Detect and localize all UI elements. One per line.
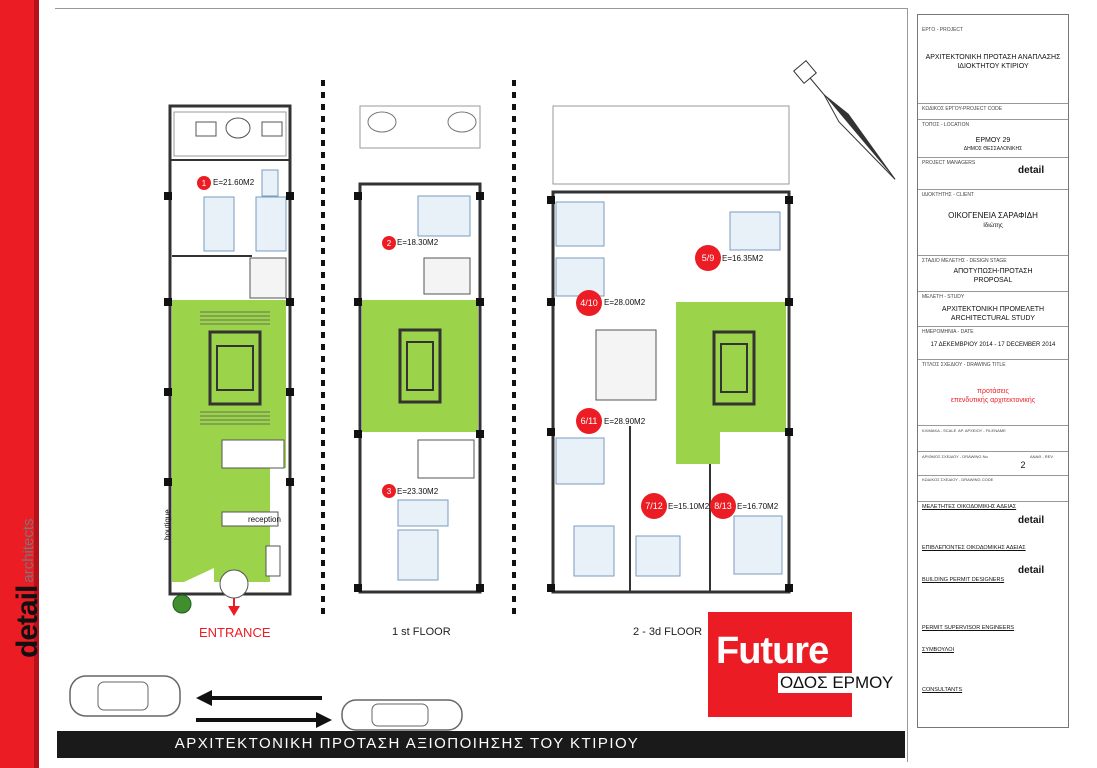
room-number: 7/12: [641, 493, 667, 519]
study-caption: ΜΕΛΕΤΗ - STUDY: [922, 294, 965, 300]
stage-value-2: PROPOSAL: [973, 277, 1013, 284]
north-arrow-icon: [793, 60, 896, 180]
drawing-title-value-2: επενδυτικής αρχιτεκτονικής: [950, 397, 1036, 404]
room-area: E=28.00M2: [604, 298, 646, 307]
drawing-title-caption: ΤΙΤΛΟΣ ΣΧΕΔΙΟΥ - DRAWING TITLE: [922, 362, 1006, 368]
client-value: ΟΙΚΟΓΕΝΕΙΑ ΣΑΡΑΦΙΔΗ: [948, 211, 1038, 220]
drawing-title-value: προτάσεις: [977, 388, 1009, 395]
title-block: ΕΡΓΟ - PROJECT ΑΡΧΙΤΕΚΤΟΝΙΚΗ ΠΡΟΤΑΣΗ ΑΝΑ…: [917, 14, 1069, 728]
drawing-frame: [55, 8, 908, 762]
bottom-title-bar: ΑΡΧΙΤΕΚΤΟΝΙΚΗ ΠΡΟΤΑΣΗ ΑΞΙΟΠΟΙΗΣΗΣ ΤΟΥ ΚΤ…: [57, 731, 905, 758]
room-area: E=16.35M2: [722, 254, 764, 263]
bottom-title: ΑΡΧΙΤΕΚΤΟΝΙΚΗ ΠΡΟΤΑΣΗ ΑΞΙΟΠΟΙΗΣΗΣ ΤΟΥ ΚΤ…: [174, 735, 640, 752]
room-number: 3: [382, 484, 396, 498]
project-caption: ΕΡΓΟ - PROJECT: [922, 27, 964, 33]
second-third-floor-plan: [547, 105, 793, 594]
brand-red-strip-shade: [34, 0, 39, 768]
room-area: E=21.60M2: [213, 178, 255, 187]
future-word: Future: [716, 630, 829, 672]
room-number: 6/11: [576, 408, 602, 434]
scale-caption: ΚΛΙΜΑΚΑ - SCALE: [922, 428, 957, 433]
room-area: E=18.30M2: [397, 238, 439, 247]
project-value-2: ΙΔΙΟΚΤΗΤΟΥ ΚΤΙΡΙΟΥ: [957, 63, 1029, 70]
study-value-2: ARCHITECTURAL STUDY: [950, 315, 1036, 322]
room-area: E=23.30M2: [397, 487, 439, 496]
code-caption: ΚΩΔΙΚΟΣ ΕΡΓΟΥ-PROJECT CODE: [922, 106, 1003, 112]
managers-caption: PROJECT MANAGERS: [922, 160, 976, 166]
date-caption: ΗΜΕΡΟΜΗΝΙΑ - DATE: [922, 329, 974, 335]
designers-heading: BUILDING PERMIT DESIGNERS: [922, 577, 1005, 583]
location-sub: ΔΗΜΟΣ ΘΕΣΣΑΛΟΝΙΚΗΣ: [963, 146, 1023, 152]
location-value: ΕΡΜΟΥ 29: [975, 137, 1011, 144]
location-caption: ΤΟΠΟΣ - LOCATION: [922, 122, 970, 128]
traffic-arrow-right-icon: [196, 712, 332, 728]
filename-caption: ΑΡ. ΑΡΧΕΙΟΥ - FILENAME: [958, 428, 1006, 433]
room-number: 1: [197, 176, 211, 190]
client-sub: Ιδιώτης: [983, 223, 1003, 229]
logo-word: detail: [1018, 565, 1045, 576]
detail-mini-logo: detail: [1018, 165, 1044, 176]
room-number: 2: [382, 236, 396, 250]
future-brand-block: Future: [708, 612, 852, 717]
detail-mini-logo-2: detail: [1018, 515, 1044, 526]
consultants-heading: CONSULTANTS: [922, 687, 963, 693]
stage-value: ΑΠΟΤΥΠΩΣΗ-ΠΡΟΤΑΣΗ: [953, 268, 1033, 275]
supervisor-engineers-heading: PERMIT SUPERVISOR ENGINEERS: [922, 625, 1015, 631]
permit-studies-heading: ΜΕΛΕΤΗΤΕΣ ΟΙΚΟΔΟΜΙΚΗΣ ΑΔΕΙΑΣ: [922, 504, 1017, 510]
room-number: 4/10: [576, 290, 602, 316]
stage-caption: ΣΤΑΔΙΟ ΜΕΛΕΤΗΣ - DESIGN STAGE: [922, 258, 1007, 264]
room-area: E=16.70M2: [737, 502, 779, 511]
room-area: E=15.10M2: [668, 502, 710, 511]
logo-word: detail: [1018, 165, 1045, 176]
brand-red-strip: [0, 0, 34, 768]
room-number: 8/13: [710, 493, 736, 519]
client-caption: ΙΔΙΟΚΤΗΤΗΣ - CLIENT: [922, 192, 974, 198]
car-icon-2: [341, 699, 463, 731]
study-value: ΑΡΧΙΤΕΚΤΟΝΙΚΗ ΠΡΟΜΕΛΕΤΗ: [941, 306, 1045, 313]
detail-mini-logo-3: detail: [1018, 565, 1044, 576]
traffic-arrow-left-icon: [196, 690, 322, 706]
first-floor-plan: [354, 105, 484, 594]
drawing-no-caption: ΑΡΙΘΜΟΣ ΣΧΕΔΙΟΥ - DRAWING No: [922, 454, 988, 459]
rev-caption: ΑΝΑΘ - REV: [1030, 454, 1054, 459]
room-number: 5/9: [695, 245, 721, 271]
logo-word: detail: [1018, 515, 1045, 526]
advisors-heading: ΣΥΜΒΟΥΛΟΙ: [922, 647, 955, 653]
boutique-label: boutique: [163, 509, 172, 540]
street-name: ΟΔΟΣ ΕΡΜΟΥ: [778, 673, 896, 693]
project-value: ΑΡΧΙΤΕΚΤΟΝΙΚΗ ΠΡΟΤΑΣΗ ΑΝΑΠΛΑΣΗΣ: [925, 54, 1061, 61]
ground-floor-plan: [164, 104, 294, 616]
room-area: E=28.90M2: [604, 417, 646, 426]
entrance-caption: ENTRANCE: [199, 625, 271, 640]
date-value: 17 ΔΕΚΕΜΒΡΙΟΥ 2014 - 17 DECEMBER 2014: [930, 342, 1056, 348]
reception-label: reception: [248, 515, 281, 524]
drawing-number: 2: [1020, 460, 1026, 470]
supervisors-heading: ΕΠΙΒΛΕΠΟΝΤΕΣ ΟΙΚΟΔΟΜΙΚΗΣ ΑΔΕΙΑΣ: [922, 545, 1026, 551]
second-third-floor-caption: 2 - 3d FLOOR: [633, 626, 703, 638]
car-icon: [69, 675, 181, 717]
first-floor-caption: 1 st FLOOR: [392, 626, 451, 638]
drawing-code-caption: ΚΩΔΙΚΟΣ ΣΧΕΔΙΟΥ - DRAWING CODE: [922, 477, 994, 482]
